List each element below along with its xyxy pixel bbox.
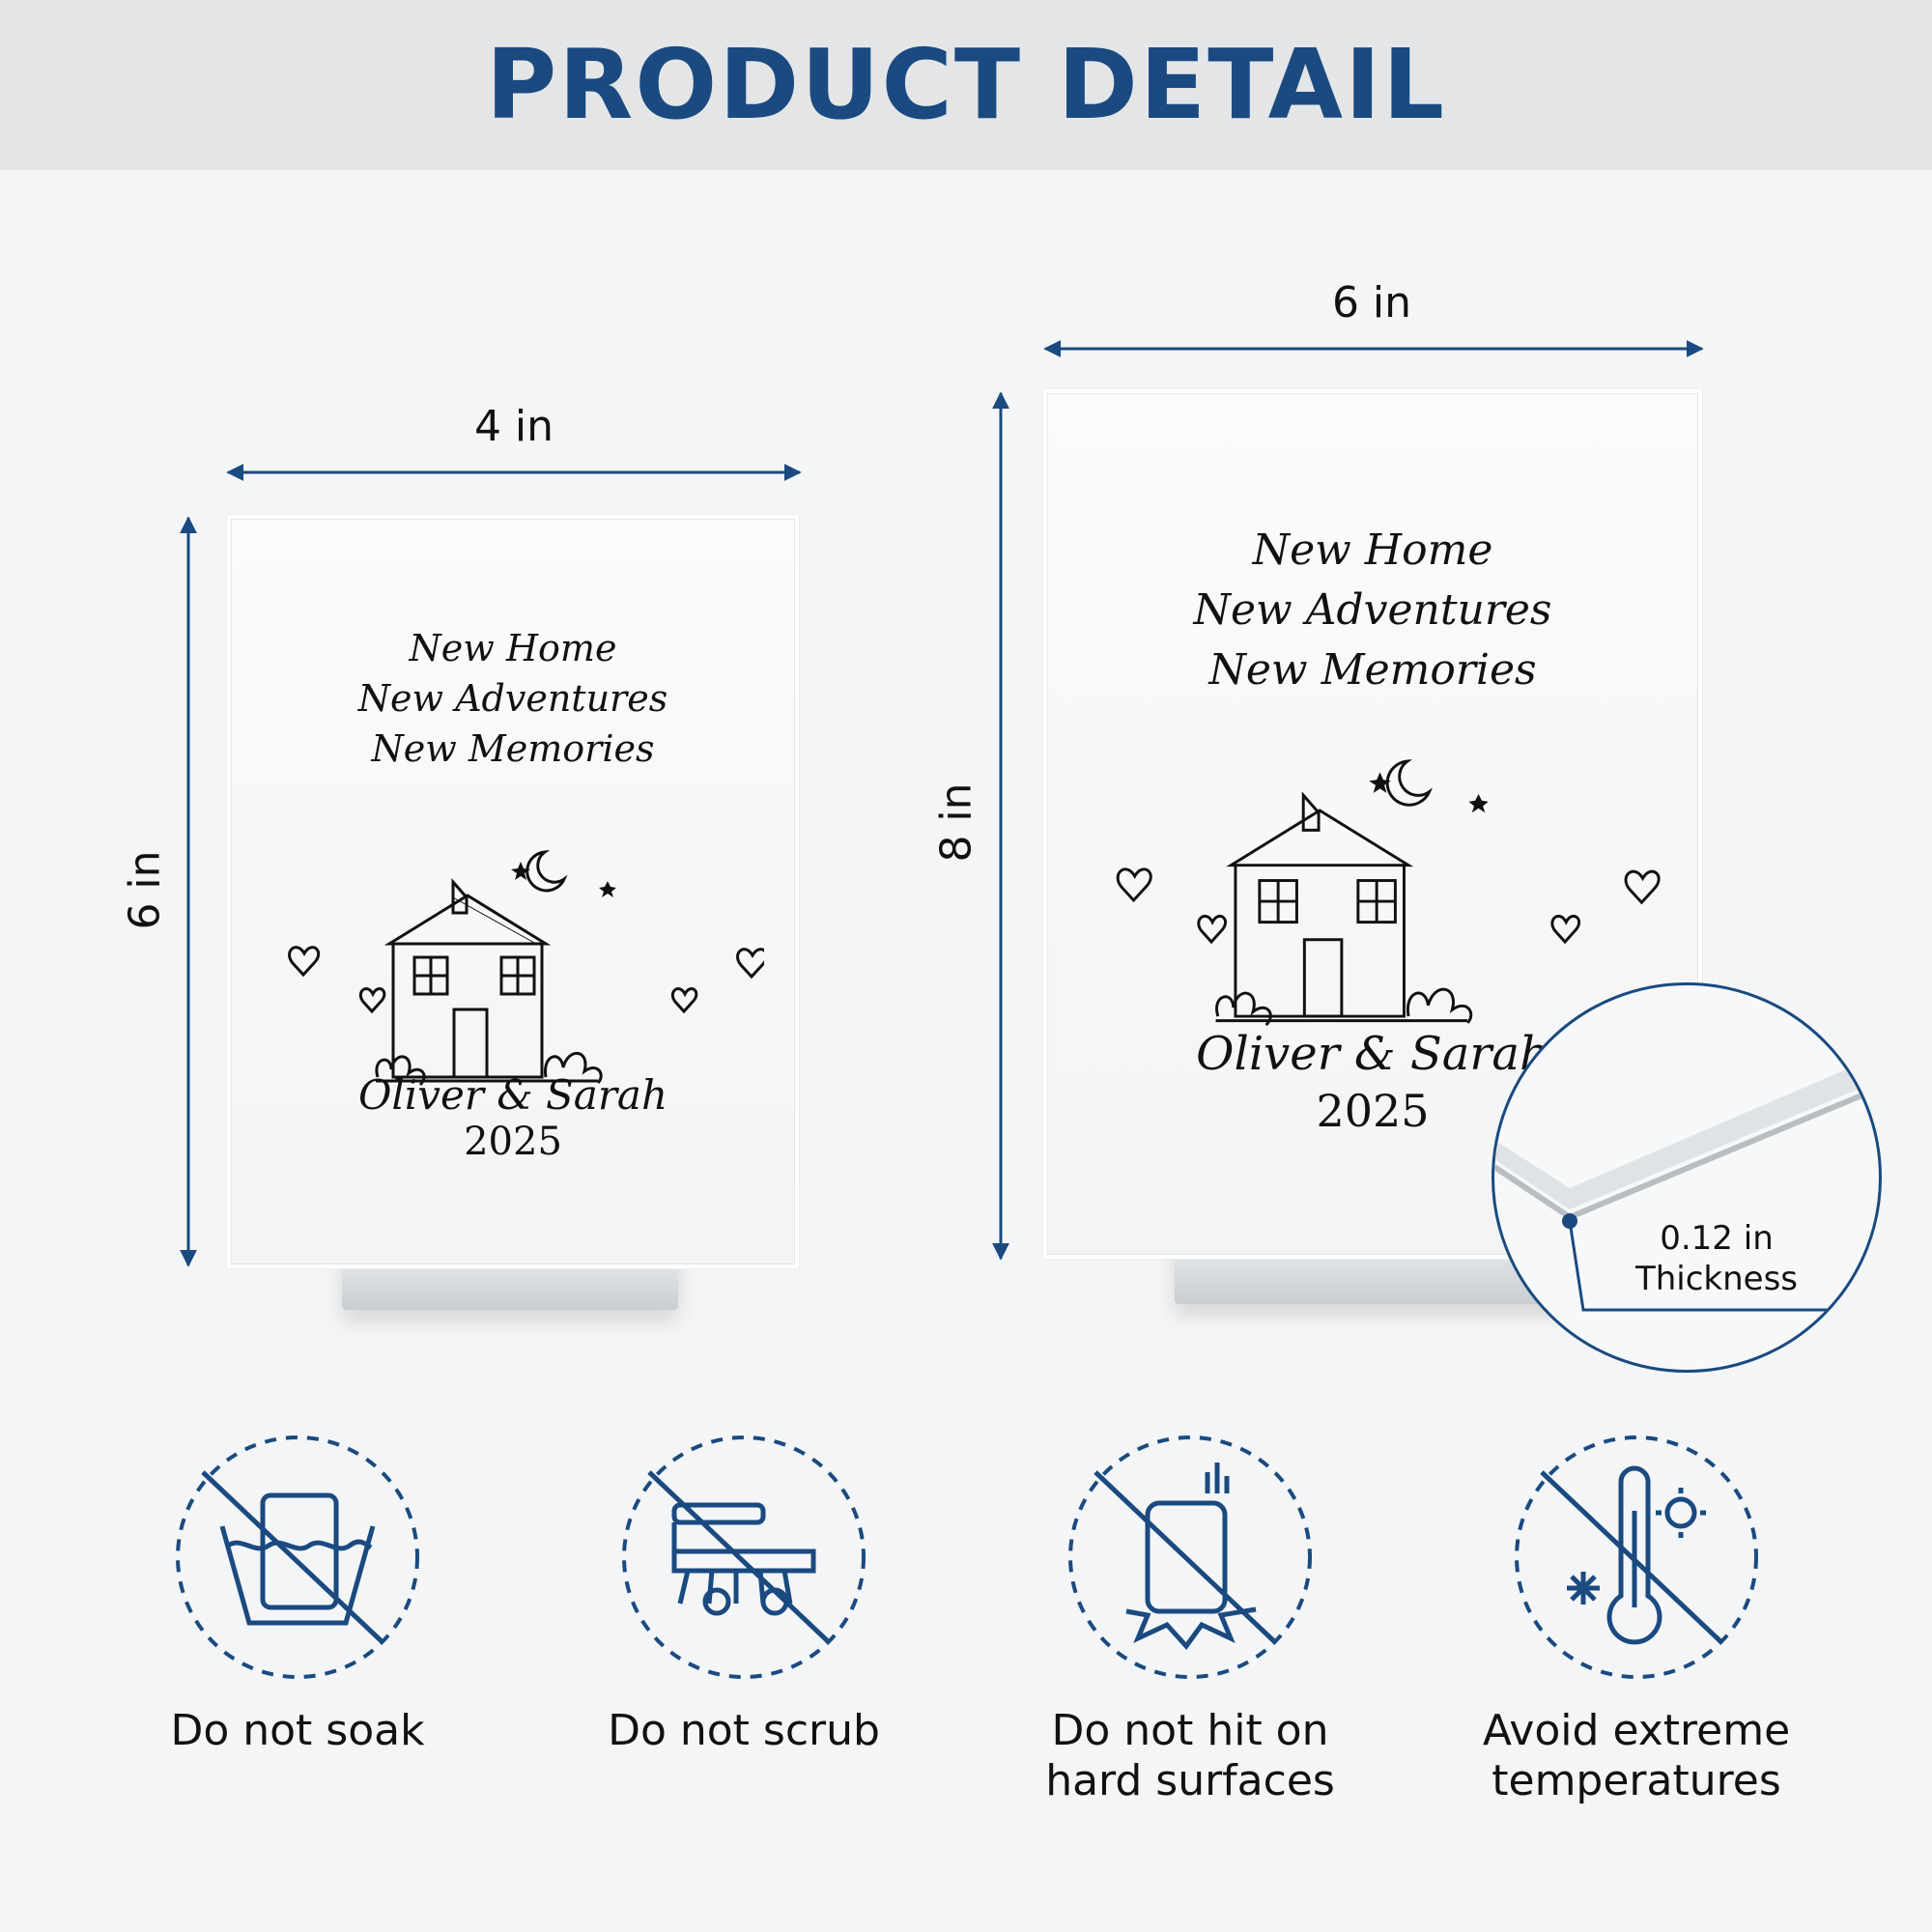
no-extreme-temperature-icon xyxy=(1515,1435,1758,1679)
care-label-line-1: Do not scrub xyxy=(608,1706,880,1755)
large-height-label: 8 in xyxy=(931,782,981,863)
care-label-no-scrub: Do not scrub xyxy=(551,1706,937,1756)
large-plaque-line-1: New Home xyxy=(1252,526,1493,575)
house-illustration xyxy=(1116,759,1661,1027)
large-plaque-line-3: New Memories xyxy=(1208,645,1537,695)
care-label-line-2: temperatures xyxy=(1492,1756,1781,1805)
small-plaque: New Home New Adventures New Memories xyxy=(227,515,799,1268)
care-label-line-1: Do not soak xyxy=(170,1706,425,1755)
small-plaque-line-3: New Memories xyxy=(371,727,655,770)
care-label-line-2: hard surfaces xyxy=(1045,1756,1335,1805)
thickness-magnifier: 0.12 in Thickness xyxy=(1492,982,1882,1373)
small-plaque-names: Oliver & Sarah xyxy=(357,1071,668,1119)
large-plaque-names: Oliver & Sarah xyxy=(1196,1027,1549,1081)
no-scrub-icon xyxy=(622,1435,866,1679)
header-bar xyxy=(0,0,1932,170)
small-plaque-line-1: New Home xyxy=(409,627,617,669)
large-plaque-year: 2025 xyxy=(1316,1085,1430,1137)
small-height-label: 6 in xyxy=(120,850,170,930)
thickness-value: 0.12 in xyxy=(1660,1219,1774,1258)
small-plaque-year: 2025 xyxy=(464,1120,562,1164)
care-label-line-1: Avoid extreme xyxy=(1482,1706,1791,1755)
care-label-no-soak: Do not soak xyxy=(104,1706,491,1756)
thickness-label: Thickness xyxy=(1634,1260,1799,1298)
care-label-line-1: Do not hit on xyxy=(1051,1706,1329,1755)
small-plaque-line-2: New Adventures xyxy=(357,677,668,720)
no-impact-icon xyxy=(1068,1435,1312,1679)
large-width-label: 6 in xyxy=(1331,278,1412,327)
care-label-temperature: Avoid extreme temperatures xyxy=(1443,1706,1830,1806)
page-title: PRODUCT DETAIL xyxy=(485,28,1446,141)
house-illustration xyxy=(288,850,764,1087)
no-soak-icon xyxy=(176,1435,419,1679)
small-width-label: 4 in xyxy=(473,402,554,451)
acrylic-edge-closeup xyxy=(1494,1055,1879,1312)
large-plaque-line-2: New Adventures xyxy=(1193,585,1552,635)
care-label-no-impact: Do not hit on hard surfaces xyxy=(997,1706,1383,1806)
